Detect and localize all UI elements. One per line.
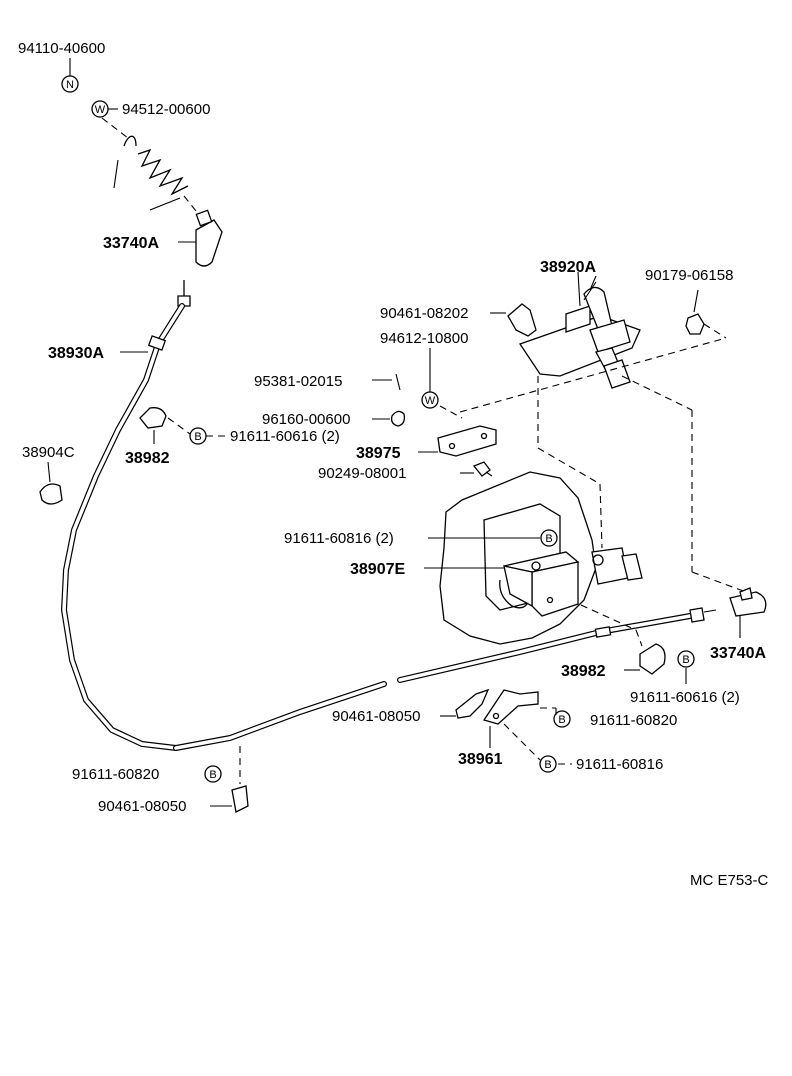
label-91611-60616-left: 91611-60616 (2): [230, 428, 340, 445]
label-38961: 38961: [458, 751, 503, 768]
washer-94612-10800: W: [421, 348, 463, 419]
label-90461-08050-left: 90461-08050: [98, 798, 186, 815]
bolt-symbol: B: [682, 654, 689, 666]
bolt-callout-91611-60816: B: [428, 529, 558, 547]
label-94612-10800: 94612-10800: [380, 330, 468, 347]
label-38982-left: 38982: [125, 450, 170, 467]
pin-95381-02015: [372, 373, 401, 391]
bolt-symbol: B: [209, 769, 216, 781]
label-38920A: 38920A: [540, 259, 596, 276]
label-33740A-top: 33740A: [103, 235, 159, 252]
cable-end-33740A-right: [729, 587, 767, 638]
bracket-38975: [418, 425, 497, 457]
label-95381-02015: 95381-02015: [254, 373, 342, 390]
clip-90461-08202: [490, 303, 537, 337]
clamp-38982-right: B: [624, 643, 695, 684]
bolt-symbol: B: [544, 759, 551, 771]
washer-symbol: W: [425, 395, 436, 407]
grommet-38904C: [39, 461, 63, 505]
label-33740A-right: 33740A: [710, 645, 766, 662]
label-91611-60816-mid: 91611-60816: [576, 756, 663, 773]
label-38975: 38975: [356, 445, 401, 462]
label-94512-00600: 94512-00600: [122, 101, 210, 118]
label-38904C: 38904C: [22, 444, 75, 461]
bracket-38907E: [424, 551, 580, 617]
bolt-90249-08001: [460, 461, 493, 477]
label-90461-08202: 90461-08202: [380, 305, 468, 322]
bolt-symbol: B: [545, 533, 552, 545]
label-38930A: 38930A: [48, 345, 104, 362]
bolt-symbol: B: [194, 431, 201, 443]
clip-90461-08050-mid: [440, 688, 490, 719]
label-94110-40600: 94110-40600: [18, 40, 105, 57]
label-91611-60816-2: 91611-60816 (2): [284, 530, 394, 547]
label-90179-06158: 90179-06158: [645, 267, 733, 284]
washer-symbol: W: [95, 104, 106, 116]
lever-assembly-38920A: [518, 271, 641, 389]
dashed-guides-upper: [459, 337, 747, 647]
nut-94110-40600: N: [61, 58, 79, 93]
bolt-symbol: B: [558, 714, 565, 726]
label-91611-60820-left: 91611-60820: [72, 766, 159, 783]
washer-94512-00600: W: [91, 100, 129, 139]
bracket-38961: B B: [482, 689, 572, 773]
label-91611-60616-right: 91611-60616 (2): [630, 689, 740, 706]
nut-symbol: N: [66, 79, 74, 91]
diagram-code: MC E753-C: [690, 872, 769, 889]
cable-38930A: [60, 280, 717, 751]
label-38907E: 38907E: [350, 561, 405, 578]
shift-shaft: [591, 547, 643, 585]
label-38982-right: 38982: [561, 663, 606, 680]
label-96160-00600: 96160-00600: [262, 411, 350, 428]
label-90249-08001: 90249-08001: [318, 465, 406, 482]
washer-96160-00600: [372, 410, 406, 427]
cable-end-33740A-top: [178, 209, 223, 267]
clamp-38982-left: B: [139, 407, 226, 445]
nut-90179-06158: [685, 289, 727, 339]
boot-spring: [113, 135, 201, 217]
clip-90461-08050-left: B: [204, 746, 249, 813]
label-91611-60820-mid: 91611-60820: [590, 712, 677, 729]
label-90461-08050-mid: 90461-08050: [332, 708, 420, 725]
